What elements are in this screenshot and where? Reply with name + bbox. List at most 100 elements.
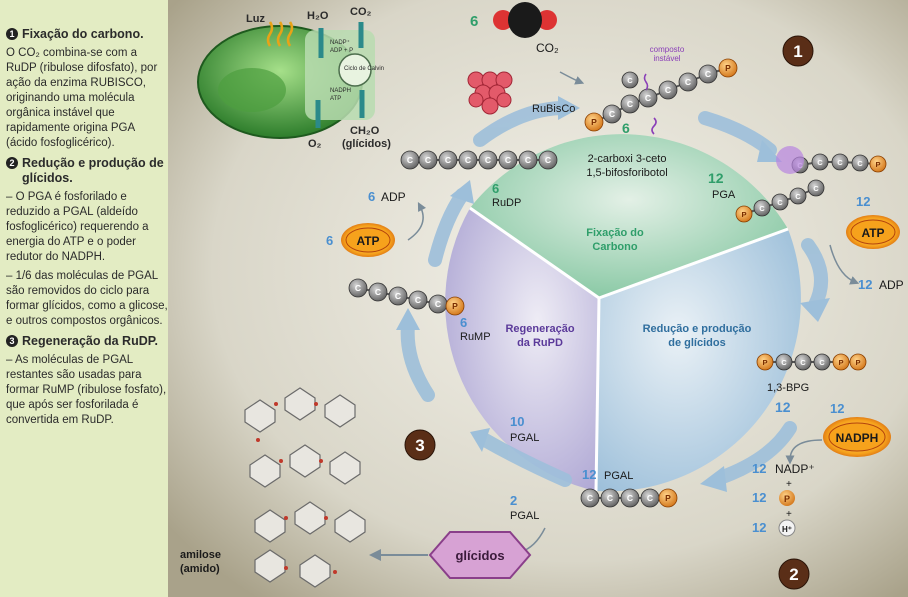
carbon-atom	[811, 153, 829, 171]
co2-label: CO₂	[536, 41, 559, 55]
bpg-label: 1,3-BPG	[767, 382, 809, 394]
phosphate-icon: P	[779, 490, 795, 506]
arrow-pgal-to-regen	[478, 433, 572, 487]
chl-adp-p: ADP + P	[330, 48, 353, 54]
co2-molecule-icon	[493, 2, 557, 38]
step-number-icon: 3	[6, 335, 18, 347]
pgal-10-label: PGAL	[510, 432, 539, 444]
carbon-atom	[753, 199, 771, 217]
chl-atp: ATP	[330, 96, 341, 102]
bpg-count: 12	[775, 399, 791, 415]
atom-label: C	[647, 493, 653, 503]
co2-count: 6	[470, 13, 478, 30]
pgal-12-label: PGAL	[604, 470, 633, 482]
sidebar-section-title-text: Regeneração da RuDP.	[22, 334, 158, 348]
atom-label: P	[725, 63, 731, 73]
atom-label: C	[355, 283, 361, 293]
atom-label: P	[875, 160, 880, 169]
atom-label: P	[452, 301, 458, 311]
phosphate-atom	[832, 353, 850, 371]
step-number-icon: 2	[6, 157, 18, 169]
carbon-atom	[538, 150, 558, 170]
nadph-badge: NADPH	[823, 417, 891, 457]
svg-text:P: P	[784, 494, 790, 504]
carbon-atom	[851, 154, 869, 172]
instability-marks	[643, 73, 657, 135]
chl-luz: Luz	[246, 13, 265, 25]
atom-label: C	[813, 184, 819, 193]
arrow-regen-to-rump	[400, 318, 435, 402]
atom-label: P	[855, 358, 860, 367]
atom-label: C	[665, 85, 671, 95]
atom-label: C	[415, 295, 421, 305]
step-badges: 123	[404, 35, 814, 590]
sidebar-section-text: – 1/6 das moléculas de PGAL são removido…	[6, 270, 168, 327]
atom-label: P	[838, 358, 843, 367]
atom-label: C	[705, 69, 711, 79]
carbon-atom	[478, 150, 498, 170]
arrow-pga-to-bpg	[801, 238, 829, 312]
atom-label: C	[609, 109, 615, 119]
atom-label: C	[525, 155, 531, 165]
atom-label: C	[395, 291, 401, 301]
calvin-cycle-icon	[338, 53, 372, 87]
phosphate-atom	[869, 155, 887, 173]
svg-text:Luz H₂O CO₂: Luz H₂O CO₂ O₂ CH₂O (glícidos)	[246, 6, 391, 150]
carbon-atom	[602, 104, 622, 124]
carbon-atom	[698, 64, 718, 84]
chl-ciclo: Ciclo de Calvin	[344, 66, 384, 72]
atom-label: C	[685, 77, 691, 87]
h-count: 12	[752, 520, 766, 535]
pgal-2-count: 2	[510, 493, 517, 508]
pgal-12-count: 12	[582, 467, 596, 482]
atom-label: C	[627, 493, 633, 503]
chl-co2: CO₂	[350, 6, 372, 18]
svg-text:H⁺: H⁺	[782, 525, 792, 534]
svg-text:ATP: ATP	[356, 234, 379, 248]
sidebar-section-title-text: Fixação do carbono.	[22, 27, 144, 41]
atom-label: P	[665, 493, 671, 503]
carbon-atom	[418, 150, 438, 170]
step-badge-1	[782, 35, 814, 67]
svg-text:glícidos: glícidos	[455, 548, 504, 563]
rump-label: RuMP	[460, 331, 491, 343]
svg-text:NADPH: NADPH	[836, 431, 879, 445]
carbon-atom	[600, 488, 620, 508]
rudp-count: 6	[492, 181, 499, 196]
atom-label: C	[485, 155, 491, 165]
carbon-atom	[794, 353, 812, 371]
carbon-atom	[438, 150, 458, 170]
sidebar-section-text: O CO₂ combina-se com a RuDP (ribulose di…	[6, 47, 158, 149]
carbon-atom	[620, 94, 640, 114]
arrow-bpg-to-pgal	[713, 421, 797, 485]
phosphate-atom	[658, 488, 678, 508]
carbon-atom	[408, 290, 428, 310]
plus-1: +	[786, 479, 792, 490]
phosphate-atom	[718, 58, 738, 78]
amylose-structure-illustration	[244, 387, 366, 588]
adp-right-count: 12	[858, 277, 872, 292]
carbon-atom	[458, 150, 478, 170]
molecule-chains: CCCCCCCCPCCCCCCPCCCCCPPCCCCCCCCCPPCCCPPC…	[348, 58, 887, 508]
carbon-atom	[831, 153, 849, 171]
carbon-atom	[620, 488, 640, 508]
carbon-atom	[518, 150, 538, 170]
atom-label: C	[627, 76, 633, 85]
pga-label: PGA	[712, 189, 736, 201]
hydrogen-icon: H⁺	[778, 519, 796, 537]
intermediate-count: 6	[622, 120, 630, 136]
atom-label: C	[607, 493, 613, 503]
rubisco-enzyme-icon	[467, 71, 513, 115]
atom-label: P	[591, 117, 597, 127]
chloroplast-illustration: Luz H₂O CO₂ O₂ CH₂O (glícidos) NADP⁺ ADP…	[197, 6, 391, 150]
rubisco-label: RuBisCo	[532, 103, 575, 115]
svg-text:NADP⁺ ADP + P Cicl: NADP⁺ ADP + P Ciclo de Calvin NADPH ATP	[330, 39, 386, 102]
step-badge-label: 2	[789, 565, 798, 584]
chl-o2: O₂	[308, 138, 322, 150]
rudp-label: RuDP	[492, 197, 521, 209]
atom-label: C	[777, 198, 783, 207]
